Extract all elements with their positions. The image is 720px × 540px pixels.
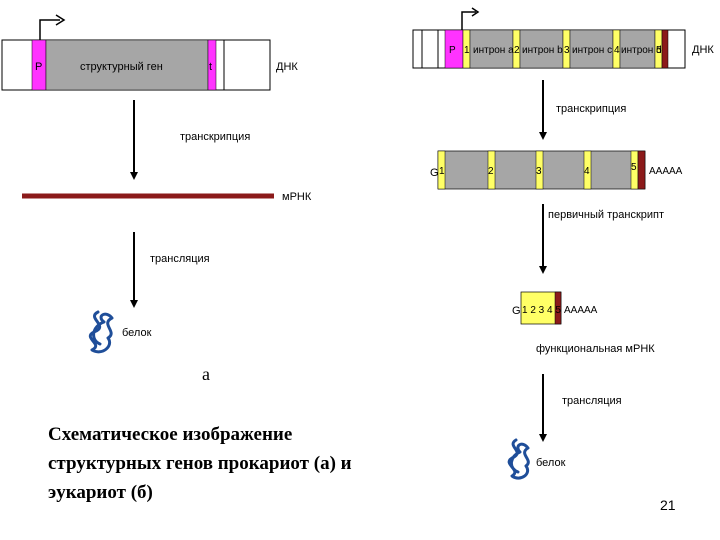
euk-dna-seg-5: 5 xyxy=(656,45,662,56)
mature-exon-numbers: 1 2 3 4 5 xyxy=(522,305,561,316)
euk-dna-seg-3: 3 xyxy=(564,45,570,56)
euk-protein-label: белок xyxy=(536,457,566,469)
euk-dna-seg-intron-a: интрон а xyxy=(473,45,514,56)
terminator-label: t xyxy=(209,61,212,73)
mrna-label: мРНК xyxy=(282,191,312,203)
transcription-label: транскрипция xyxy=(180,131,250,143)
euk-transcription-label: транскрипция xyxy=(556,103,626,115)
mature-cap-label: G xyxy=(512,305,521,317)
page-number: 21 xyxy=(660,497,676,513)
primary-transcript-label: первичный транскрипт xyxy=(548,209,664,221)
caption-line-2: структурных генов прокариот (а) и xyxy=(48,449,468,478)
primary-num-1: 1 xyxy=(439,166,445,177)
dna-label: ДНК xyxy=(276,61,298,73)
euk-dna-seg-1: 1 xyxy=(464,45,470,56)
primary-polya-label: AAAAA xyxy=(649,166,683,177)
promoter-label: P xyxy=(35,61,42,73)
structural-gene-label: структурный ген xyxy=(80,61,163,73)
euk-dna-seg-4: 4 xyxy=(614,45,620,56)
euk-translation-label: трансляция xyxy=(562,395,622,407)
eukaryote-panel: P 1 интрон а 2 интрон b 3 интрон с 4 инт… xyxy=(413,8,714,478)
caption-line-1: Схематическое изображение xyxy=(48,420,468,449)
prokaryote-panel: P структурный ген t ДНК транскрипция мРН… xyxy=(2,15,312,352)
euk-protein-icon xyxy=(509,440,528,478)
primary-terminator xyxy=(638,151,645,189)
euk-promoter-label: P xyxy=(449,45,456,56)
protein-label: белок xyxy=(122,327,152,339)
primary-num-3: 3 xyxy=(536,166,542,177)
functional-mrna-label: функциональная мРНК xyxy=(536,343,655,355)
euk-dna-label: ДНК xyxy=(692,44,714,56)
protein-icon xyxy=(90,312,112,352)
caption-line-3: эукариот (б) xyxy=(48,478,468,507)
euk-dna-seg-2: 2 xyxy=(514,45,520,56)
primary-num-4: 4 xyxy=(584,166,590,177)
primary-num-5: 5 xyxy=(631,162,637,173)
mature-polya-label: AAAAA xyxy=(564,305,598,316)
euk-dna-seg-intron-c: интрон с xyxy=(572,45,612,56)
euk-terminator xyxy=(662,30,668,68)
panel-a-letter: а xyxy=(202,364,210,385)
slide-caption: Схематическое изображение структурных ге… xyxy=(48,420,468,507)
euk-dna-seg-intron-b: интрон b xyxy=(522,45,563,56)
primary-num-2: 2 xyxy=(488,166,494,177)
translation-label: трансляция xyxy=(150,253,210,265)
transcription-start-mark xyxy=(40,20,60,40)
primary-cap-label: G xyxy=(430,167,439,179)
